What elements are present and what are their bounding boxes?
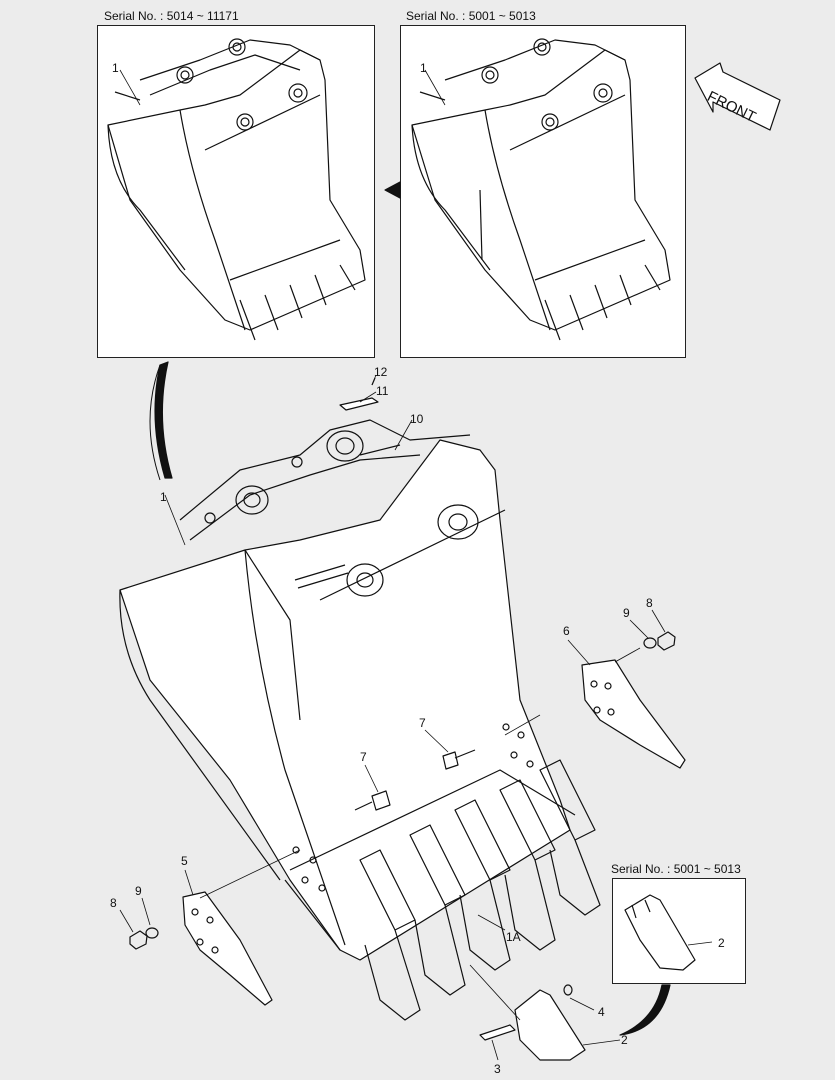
callout-8-right: 8 [646, 596, 653, 610]
callout-12: 12 [374, 365, 388, 379]
front-arrow-icon [694, 62, 781, 131]
bolt-upper [442, 749, 476, 770]
bucket-thumbnail-right [411, 38, 671, 341]
leader-swoosh-icon [154, 361, 173, 479]
callout-1a: 1A [506, 930, 521, 944]
side-cutter-right [581, 659, 686, 769]
bucket-teeth [359, 759, 601, 1021]
callout-9-left: 9 [135, 884, 142, 898]
tooth-inset [624, 894, 696, 971]
callout-5: 5 [181, 854, 188, 868]
next-arrow-icon [384, 181, 401, 199]
callout-7-upper: 7 [419, 716, 426, 730]
nut-washer-right [643, 631, 676, 651]
inset-panel-tooth [612, 878, 746, 984]
callout-10: 10 [410, 412, 424, 426]
callout-1-right: 1 [420, 61, 427, 75]
side-cutter-left [182, 891, 273, 1006]
callout-1: 1 [160, 490, 167, 504]
callout-11: 11 [376, 384, 389, 398]
callout-4: 4 [598, 1005, 605, 1019]
main-bucket [119, 419, 601, 1021]
callout-2: 2 [621, 1033, 628, 1047]
serial-label-right: Serial No. : 5001 ~ 5013 [406, 9, 536, 23]
callout-7-lower: 7 [360, 750, 367, 764]
inset-leader-swoosh-icon [619, 984, 671, 1036]
callout-8-left: 8 [110, 896, 117, 910]
callout-1-left: 1 [112, 61, 119, 75]
serial-label-inset: Serial No. : 5001 ~ 5013 [611, 862, 741, 876]
callout-2-inset: 2 [718, 936, 725, 950]
pin-assembly [339, 377, 401, 456]
callout-6: 6 [563, 624, 570, 638]
callout-9-right: 9 [623, 606, 630, 620]
serial-label-left: Serial No. : 5014 ~ 11171 [104, 9, 239, 23]
nut-washer-left [129, 927, 159, 950]
bucket-thumbnail-left [107, 38, 366, 341]
bolt-lower [354, 790, 391, 811]
tooth-detached [479, 984, 586, 1061]
callout-3: 3 [494, 1062, 501, 1076]
